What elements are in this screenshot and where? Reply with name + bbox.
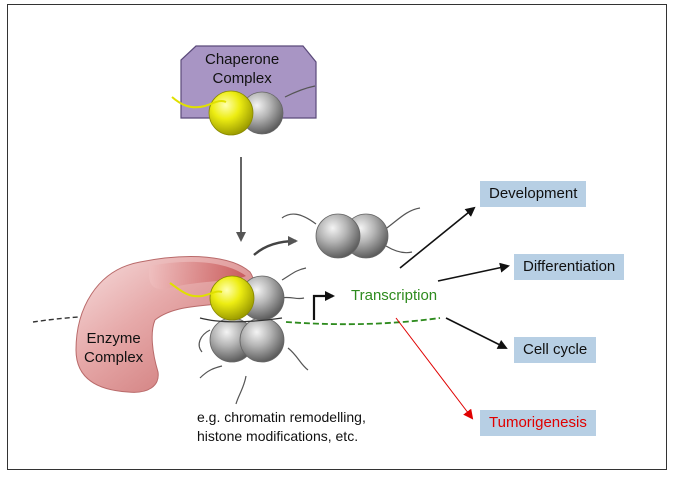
- histone-tail: [284, 85, 316, 98]
- histone-tail: [199, 365, 223, 379]
- histone-tail: [235, 375, 247, 405]
- dna-wrap: [199, 317, 283, 323]
- histone-tail: [281, 213, 317, 225]
- enzyme-label-line2: Complex: [84, 349, 144, 366]
- yellow-tail: [171, 96, 227, 109]
- mechanism-note-line1: e.g. chromatin remodelling,: [197, 409, 366, 425]
- enzyme-label: Enzyme Complex: [84, 329, 143, 367]
- chaperone-complex: [171, 45, 317, 136]
- released-dimer: [281, 207, 421, 259]
- histone-tail: [383, 207, 421, 231]
- mechanism-note: e.g. chromatin remodelling, histone modi…: [197, 408, 366, 446]
- histone-tail: [281, 267, 307, 281]
- arrow-to-tumorigenesis: [395, 317, 474, 420]
- histone-tail: [287, 347, 309, 371]
- promoter-arrow: [312, 291, 335, 320]
- yellow-tail: [169, 282, 223, 298]
- enzyme-shape: [75, 256, 254, 393]
- histone-tail: [385, 245, 413, 254]
- nucleosome: [169, 267, 309, 405]
- arrow-to-cell-cycle: [445, 317, 508, 349]
- enzyme-label-line1: Enzyme: [86, 330, 141, 347]
- transcription-label: Transcription: [351, 287, 438, 304]
- histone-yellow: [208, 90, 254, 136]
- outcome-differentiation: Differentiation: [514, 254, 625, 280]
- histone-yellow: [209, 275, 255, 321]
- histone-tail: [198, 329, 211, 353]
- mechanism-note-line2: histone modifications, etc.: [197, 428, 359, 444]
- outcome-development: Development: [480, 181, 587, 207]
- outcome-tumorigenesis: Tumorigenesis: [480, 410, 596, 436]
- chaperone-label-line1: Chaperone: [205, 51, 280, 68]
- enzyme-highlight: [149, 261, 246, 290]
- arrow-to-differentiation: [437, 262, 510, 282]
- histone-gray: [239, 317, 285, 363]
- chaperone-label-line2: Complex: [212, 70, 272, 87]
- arrow-to-development: [399, 206, 476, 269]
- chaperone-label: Chaperone Complex: [205, 50, 279, 88]
- release-arrow: [253, 236, 298, 256]
- outcome-cell-cycle: Cell cycle: [514, 337, 597, 363]
- gene-strand: [285, 317, 441, 326]
- histone-gray: [315, 213, 361, 259]
- enzyme-complex: [75, 256, 254, 393]
